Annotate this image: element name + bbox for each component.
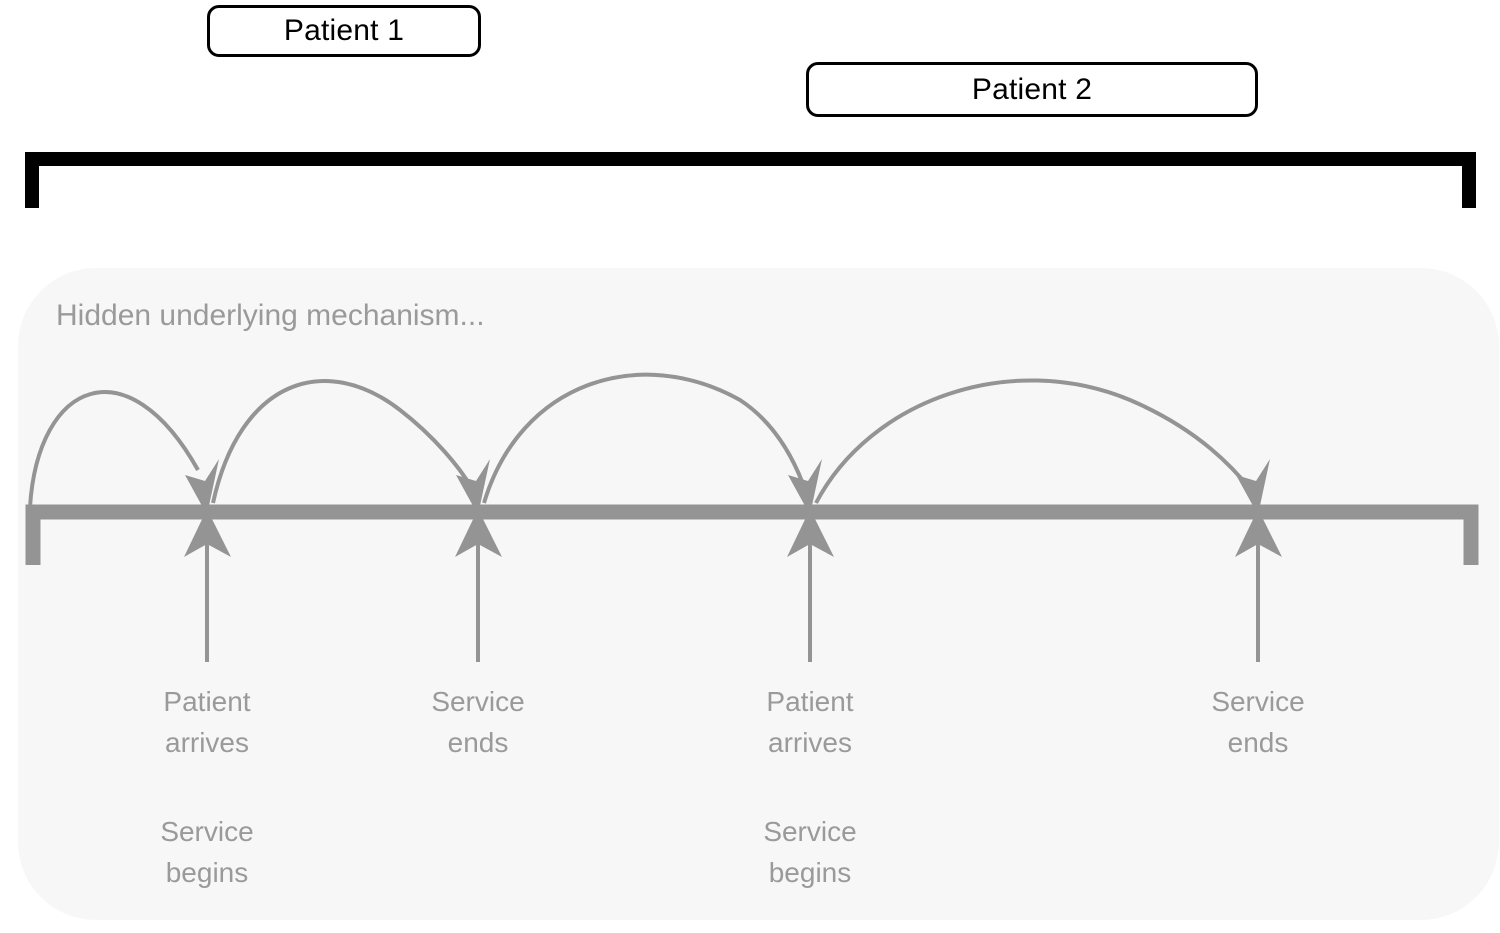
patient-1-box[interactable]: Patient 1 bbox=[207, 5, 481, 57]
arrowhead-up-1 bbox=[184, 509, 231, 557]
arc-1 bbox=[28, 390, 200, 508]
arrowhead-up-2 bbox=[455, 509, 502, 557]
arrowhead-down-3 bbox=[788, 459, 822, 515]
mechanism-arcs bbox=[28, 372, 1253, 508]
observed-timeline-bracket bbox=[25, 152, 1476, 208]
patient-1-label: Patient 1 bbox=[283, 14, 405, 47]
panel-caption: Hidden underlying mechanism... bbox=[56, 299, 485, 332]
event-1-upper-label: Patient arrives bbox=[163, 686, 251, 758]
arc-arrowheads bbox=[185, 459, 1270, 515]
hidden-mechanism-panel bbox=[18, 268, 1499, 920]
arrowhead-down-1 bbox=[185, 459, 219, 515]
event-tick-arrowheads bbox=[184, 509, 1282, 557]
arrowhead-up-4 bbox=[1235, 509, 1282, 557]
event-1-lower-label: Service begins bbox=[160, 816, 254, 888]
arc-2 bbox=[211, 379, 473, 504]
event-2-upper-label: Service ends bbox=[431, 686, 525, 758]
arrowhead-down-2 bbox=[456, 459, 490, 515]
hidden-timeline-bracket bbox=[25, 504, 1479, 565]
patient-2-box[interactable]: Patient 2 bbox=[806, 62, 1258, 117]
event-3-upper-label: Patient arrives bbox=[766, 686, 854, 758]
event-tick-lines bbox=[205, 530, 1260, 662]
arc-4 bbox=[814, 378, 1253, 504]
arrowhead-up-3 bbox=[787, 509, 834, 557]
arrowhead-down-4 bbox=[1236, 459, 1270, 515]
event-3-lower-label: Service begins bbox=[763, 816, 857, 888]
patient-2-label: Patient 2 bbox=[971, 72, 1093, 106]
arc-3 bbox=[482, 372, 805, 504]
event-4-upper-label: Service ends bbox=[1211, 686, 1305, 758]
